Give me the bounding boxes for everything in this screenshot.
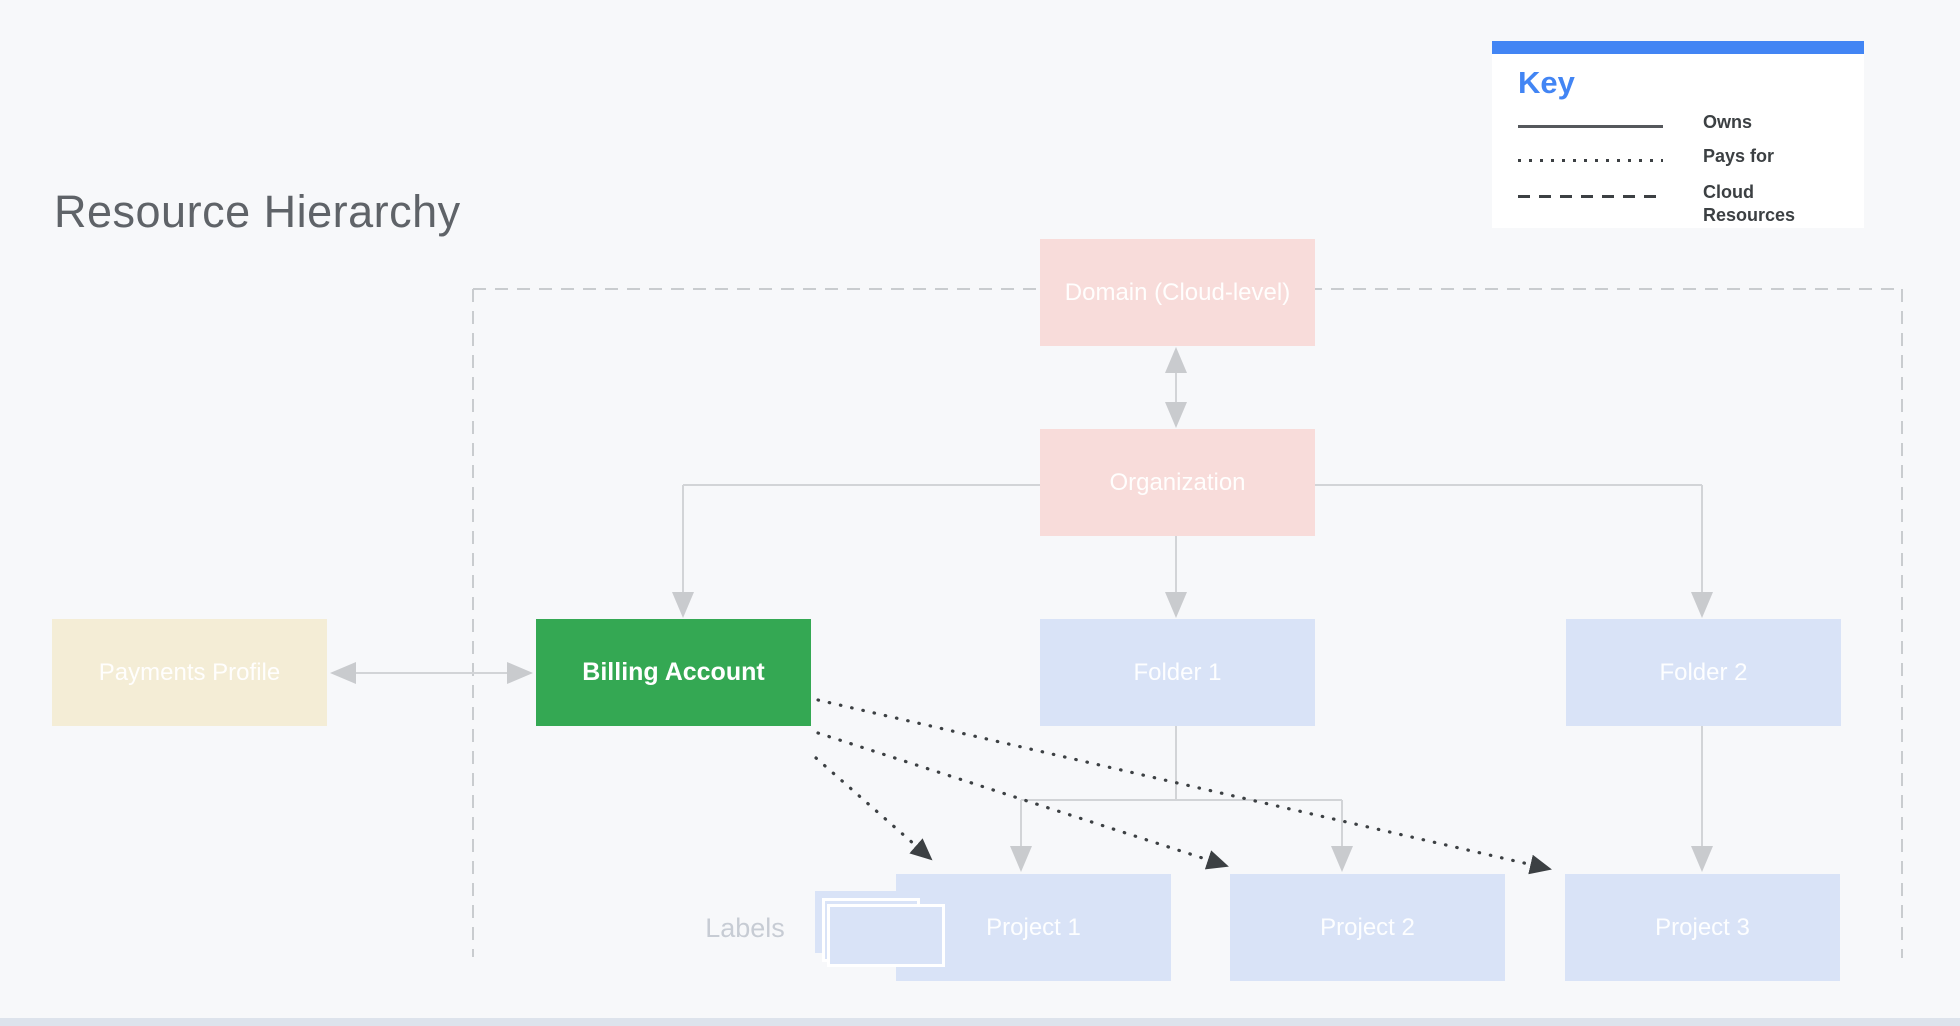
node-billing-account: Billing Account: [536, 619, 811, 726]
node-payments-label: Payments Profile: [98, 658, 281, 686]
legend-key-box: Key Owns Pays for Cloud Resources: [1492, 41, 1864, 228]
pays-for-line-sample: [1518, 159, 1663, 162]
owns-line-sample: [1518, 125, 1663, 128]
node-project-3: Project 3: [1565, 874, 1840, 981]
legend-owns-label: Owns: [1703, 112, 1753, 132]
label-card-front: [827, 904, 945, 967]
node-organization: Organization: [1040, 429, 1315, 536]
node-billing-label: Billing Account: [582, 658, 765, 686]
node-project-2: Project 2: [1230, 874, 1505, 981]
labels-cards-icon: [815, 891, 945, 967]
node-domain: Domain (Cloud-level): [1040, 239, 1315, 346]
node-payments-profile: Payments Profile: [52, 619, 327, 726]
node-folder-2: Folder 2: [1566, 619, 1841, 726]
cloud-resources-line-sample: [1518, 195, 1663, 198]
node-project3-label: Project 3: [1655, 913, 1750, 941]
node-project1-label: Project 1: [986, 913, 1081, 941]
node-project2-label: Project 2: [1320, 913, 1415, 941]
page-title: Resource Hierarchy: [54, 186, 461, 237]
legend-title: Key: [1518, 65, 1575, 100]
bottom-edge-strip: [0, 1018, 1960, 1026]
legend-cloud-resources-label: Cloud Resources: [1703, 182, 1796, 226]
pays-for-project1-line: [814, 756, 933, 861]
owns-arrowheads: [330, 347, 1713, 872]
owns-lines: [352, 371, 1703, 848]
legend-pays-for-label: Pays for: [1703, 146, 1775, 166]
node-folder2-label: Folder 2: [1659, 658, 1748, 686]
legend-accent-bar: [1492, 41, 1864, 54]
node-domain-label: Domain (Cloud-level): [1064, 278, 1291, 306]
labels-caption: Labels: [705, 913, 785, 943]
node-organization-label: Organization: [1109, 468, 1246, 496]
node-folder-1: Folder 1: [1040, 619, 1315, 726]
pays-for-project2-line: [816, 731, 1229, 870]
node-folder1-label: Folder 1: [1133, 658, 1222, 686]
